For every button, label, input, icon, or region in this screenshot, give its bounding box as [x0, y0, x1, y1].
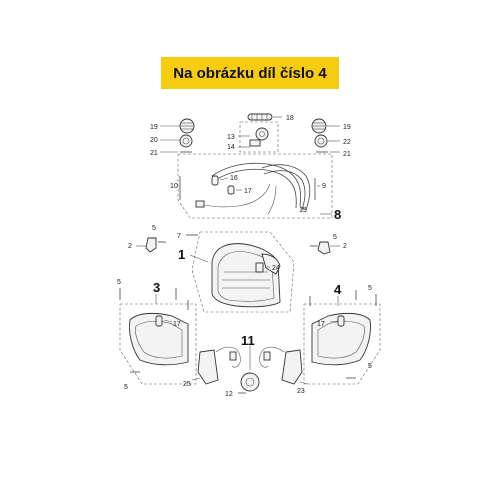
part-20-holder: [160, 134, 193, 148]
callout-19-right: 19: [343, 124, 351, 131]
callout-20: 20: [150, 137, 158, 144]
callout-17-top: 17: [244, 188, 252, 195]
part-22-holder: [314, 134, 340, 148]
part-19-right-grille: [311, 118, 340, 134]
callout-5-left-upper: 5: [117, 279, 121, 286]
callout-4: 4: [334, 282, 342, 297]
callout-22: 22: [343, 139, 351, 146]
callout-12: 12: [225, 391, 233, 398]
callout-5-left-top: 5: [152, 225, 156, 232]
callout-24: 24: [272, 265, 280, 272]
callout-9: 9: [322, 183, 326, 190]
part-4-right-indicator: [303, 290, 381, 385]
callout-10: 10: [170, 183, 178, 190]
callout-21-right: 21: [343, 151, 351, 158]
callout-19-left: 19: [150, 124, 158, 131]
assembly-8-box: [177, 153, 333, 219]
banner-text: Na obrázku díl číslo 4: [173, 64, 327, 82]
callout-2-right: 2: [343, 243, 347, 250]
callout-13: 13: [227, 134, 235, 141]
callout-14: 14: [227, 144, 235, 151]
callout-5-left-lower: 5: [124, 384, 128, 391]
callout-1: 1: [178, 247, 185, 262]
part-number-banner: Na obrázku díl číslo 4: [161, 57, 339, 89]
callout-17-right: 17: [317, 321, 325, 328]
part-3-left-indicator: [119, 288, 197, 385]
callout-3: 3: [153, 280, 160, 295]
part-23-right-lamp: [259, 346, 309, 385]
part-2-right-bracket: [310, 241, 340, 255]
part-24-clip: [255, 262, 270, 273]
part-19-left-grille: [160, 118, 195, 134]
callout-5-right-upper: 5: [368, 285, 372, 292]
callout-25: 25: [183, 381, 191, 388]
part-18-grille: [247, 113, 282, 121]
callout-5-right-lower: 5: [368, 363, 372, 370]
part-11-horn: [238, 346, 260, 394]
callout-17-left: 17: [173, 321, 181, 328]
callout-7: 7: [177, 233, 181, 240]
callout-15: 15: [299, 207, 307, 214]
callout-23: 23: [297, 388, 305, 395]
callout-16: 16: [230, 175, 238, 182]
part-13-socket: [238, 121, 279, 153]
callout-8: 8: [334, 207, 341, 222]
part-25-left-lamp: [191, 346, 241, 385]
callout-2-left: 2: [128, 243, 132, 250]
callout-21-left: 21: [150, 150, 158, 157]
part-2-left-bracket: [136, 237, 166, 253]
callout-5-right-top: 5: [333, 234, 337, 241]
callout-11: 11: [241, 333, 255, 348]
callout-18: 18: [286, 115, 294, 122]
part-1-headlight: [191, 231, 295, 313]
